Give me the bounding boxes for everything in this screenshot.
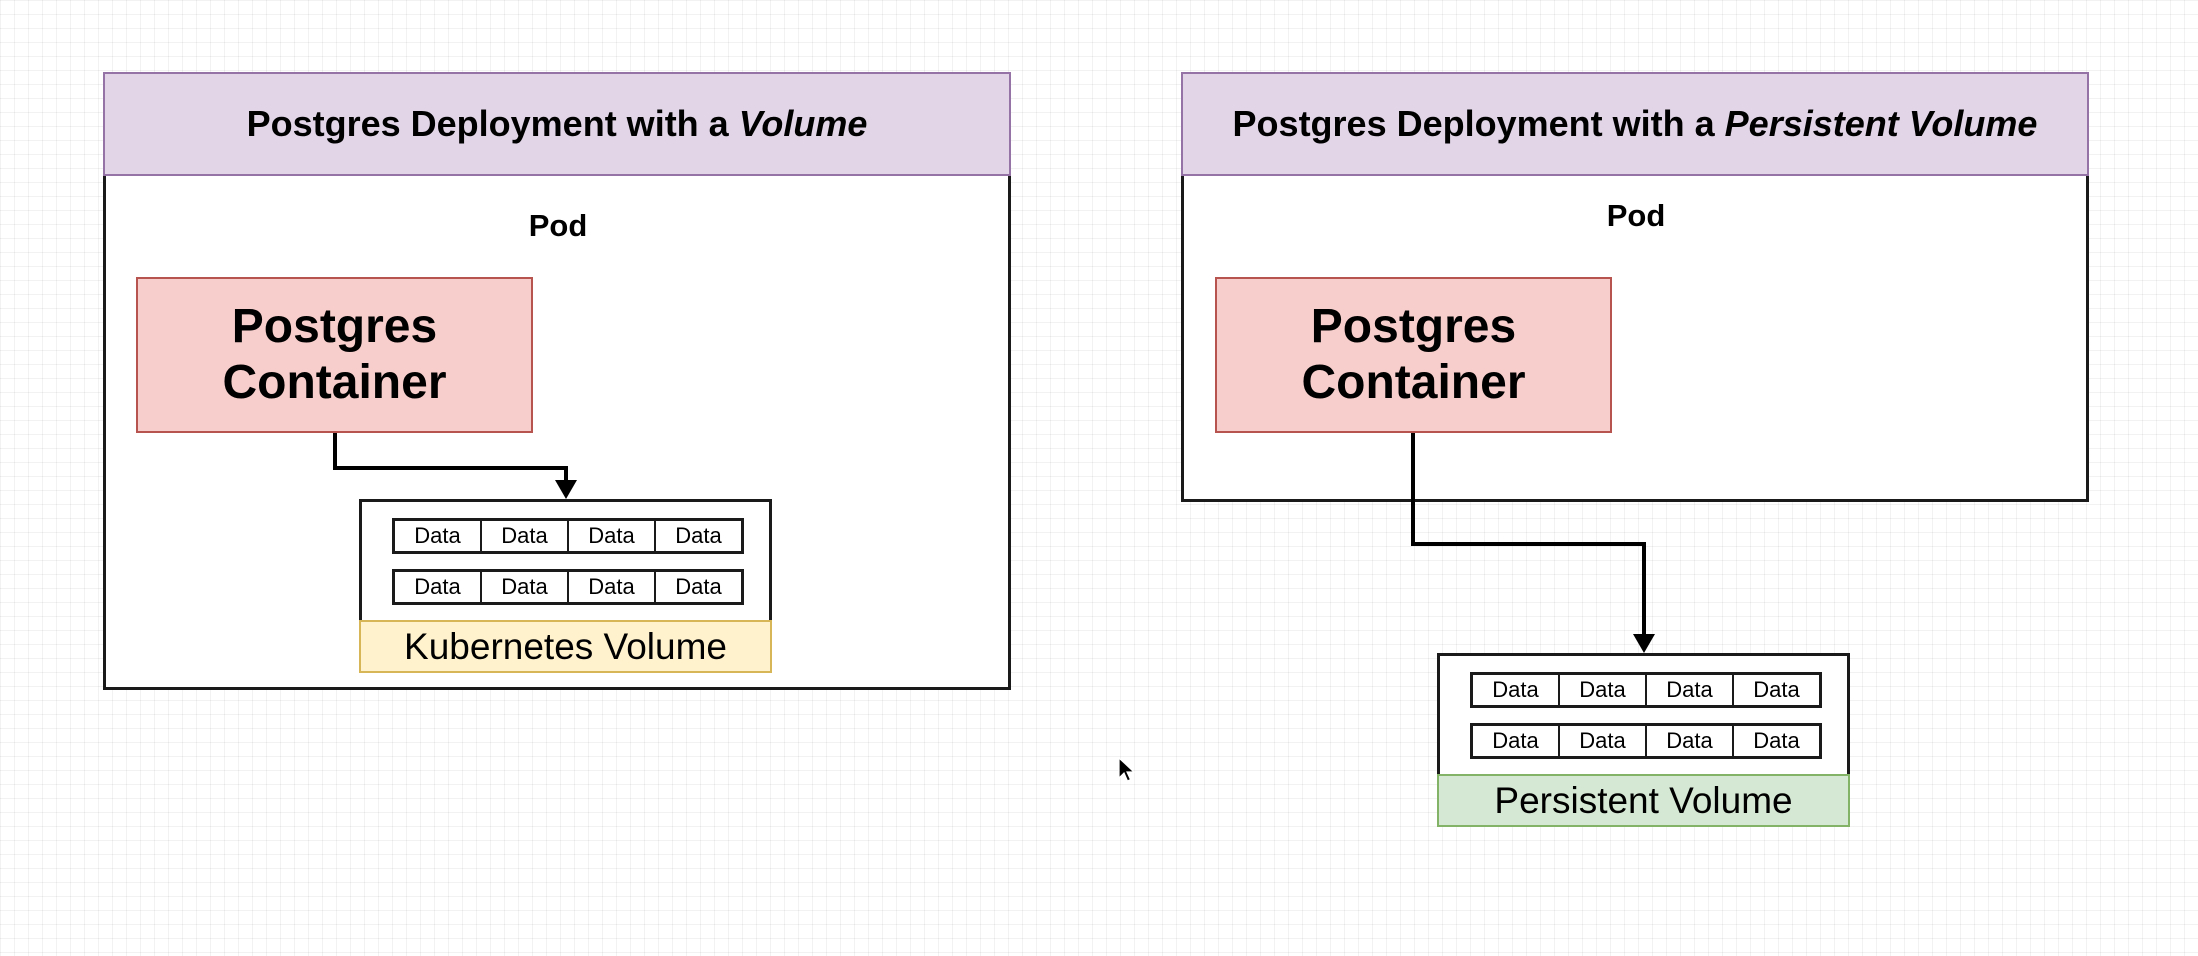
right-data-row-2: Data Data Data Data [1470,723,1822,759]
data-cell: Data [1473,675,1560,705]
right-arrowhead-icon [1633,634,1655,653]
left-panel-header: Postgres Deployment with a Volume [103,72,1011,176]
data-cell: Data [1560,675,1647,705]
data-cell: Data [395,572,482,602]
left-pod-label: Pod [528,208,588,243]
data-cell: Data [1753,677,1800,702]
right-panel-header: Postgres Deployment with a Persistent Vo… [1181,72,2089,176]
left-postgres-container: Postgres Container [136,277,533,433]
left-container-line2: Container [222,356,447,409]
left-container-line1: Postgres [231,300,438,353]
data-cell: Data [569,572,656,602]
data-cell: Data [1753,728,1800,753]
data-cell: Data [675,523,722,548]
data-cell: Data [1647,726,1734,756]
right-container-line2: Container [1301,356,1526,409]
data-cell: Data [482,572,569,602]
left-data-row-2: Data Data Data Data [392,569,744,605]
left-mount-connector [333,433,568,484]
kubernetes-volume-label: Kubernetes Volume [359,620,772,673]
data-cell: Data [1560,726,1647,756]
right-postgres-container: Postgres Container [1215,277,1612,433]
left-data-row-1: Data Data Data Data [392,518,744,554]
left-arrowhead-icon [555,480,577,499]
data-cell: Data [395,521,482,551]
data-cell: Data [1473,726,1560,756]
left-title-prefix: Postgres Deployment with a [246,103,739,144]
persistent-volume-label: Persistent Volume [1437,774,1850,827]
right-pod-label: Pod [1606,198,1666,233]
data-cell: Data [482,521,569,551]
right-container-line1: Postgres [1310,300,1517,353]
data-cell: Data [569,521,656,551]
data-cell: Data [1647,675,1734,705]
left-title-emphasis: Volume [738,103,868,144]
right-title-prefix: Postgres Deployment with a [1232,103,1725,144]
right-data-row-1: Data Data Data Data [1470,672,1822,708]
data-cell: Data [675,574,722,599]
right-mount-connector [1411,433,1646,638]
right-title-emphasis: Persistent Volume [1724,103,2038,144]
mouse-cursor-icon [1118,757,1136,782]
